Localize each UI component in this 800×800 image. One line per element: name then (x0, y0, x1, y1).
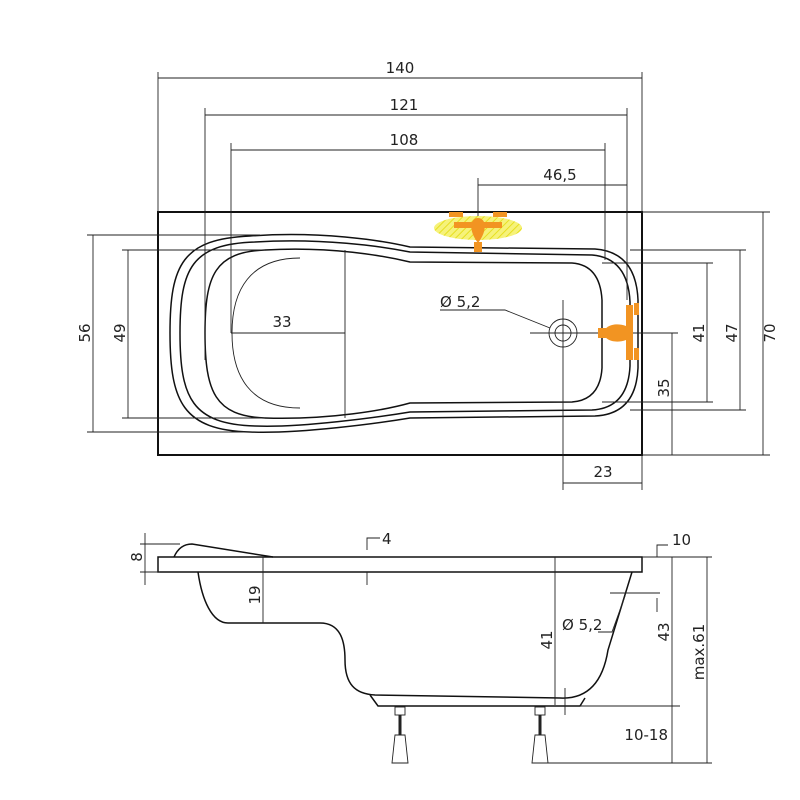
dim-mixer-offset: 46,5 (543, 166, 576, 184)
extension-lines (87, 72, 770, 490)
drain-icon (548, 318, 578, 348)
dim-headrest-step: 19 (246, 585, 264, 604)
dim-total-height: max.61 (690, 624, 708, 681)
basin-outline (204, 248, 603, 420)
dim-length-total: 140 (386, 59, 415, 77)
dim-rim-offset: 10 (672, 531, 691, 549)
leg-left-icon (391, 706, 409, 764)
dim-width-foot-basin: 41 (690, 323, 708, 342)
rim-curve-outer (169, 233, 639, 433)
mixer-tap-top-icon (434, 212, 522, 252)
dim-length-inner-rim: 121 (390, 96, 419, 114)
dim-drain-diameter: Ø 5,2 (440, 293, 480, 311)
dim-basin-depth: 41 (538, 630, 556, 649)
dimension-lines (92, 77, 764, 484)
dim-drain-from-side: 35 (655, 378, 673, 397)
dim-drain-from-end: 23 (593, 463, 612, 481)
headrest-side (173, 543, 274, 558)
tub-body-side (197, 571, 633, 699)
dim-rim-thickness: 4 (382, 530, 392, 548)
dim-overflow-diameter: Ø 5,2 (562, 616, 602, 634)
dim-headrest-height: 8 (128, 552, 146, 562)
leg-right-icon (531, 706, 549, 764)
dim-width-basin: 49 (111, 323, 129, 342)
dim-tub-height: 43 (655, 622, 673, 641)
dim-length-basin: 108 (390, 131, 419, 149)
rim-side (157, 556, 643, 573)
dim-leg-height: 10-18 (624, 726, 668, 744)
tub-base-side (369, 694, 586, 707)
dim-width-outer-basin: 56 (76, 323, 94, 342)
side-view: 8 4 19 41 Ø 5,2 43 max.61 10-18 10 (128, 530, 712, 764)
mixer-tap-side-icon (598, 303, 639, 360)
side-dimension-lines (140, 533, 712, 764)
dim-width-total: 70 (761, 323, 779, 342)
rim-curve-inner (179, 240, 631, 427)
dim-headrest-depth: 33 (272, 313, 291, 331)
top-view: 140 121 108 46,5 33 Ø 5,2 23 56 49 41 47… (76, 59, 779, 490)
tub-outline-top (157, 211, 643, 456)
dim-width-foot-rim: 47 (723, 323, 741, 342)
